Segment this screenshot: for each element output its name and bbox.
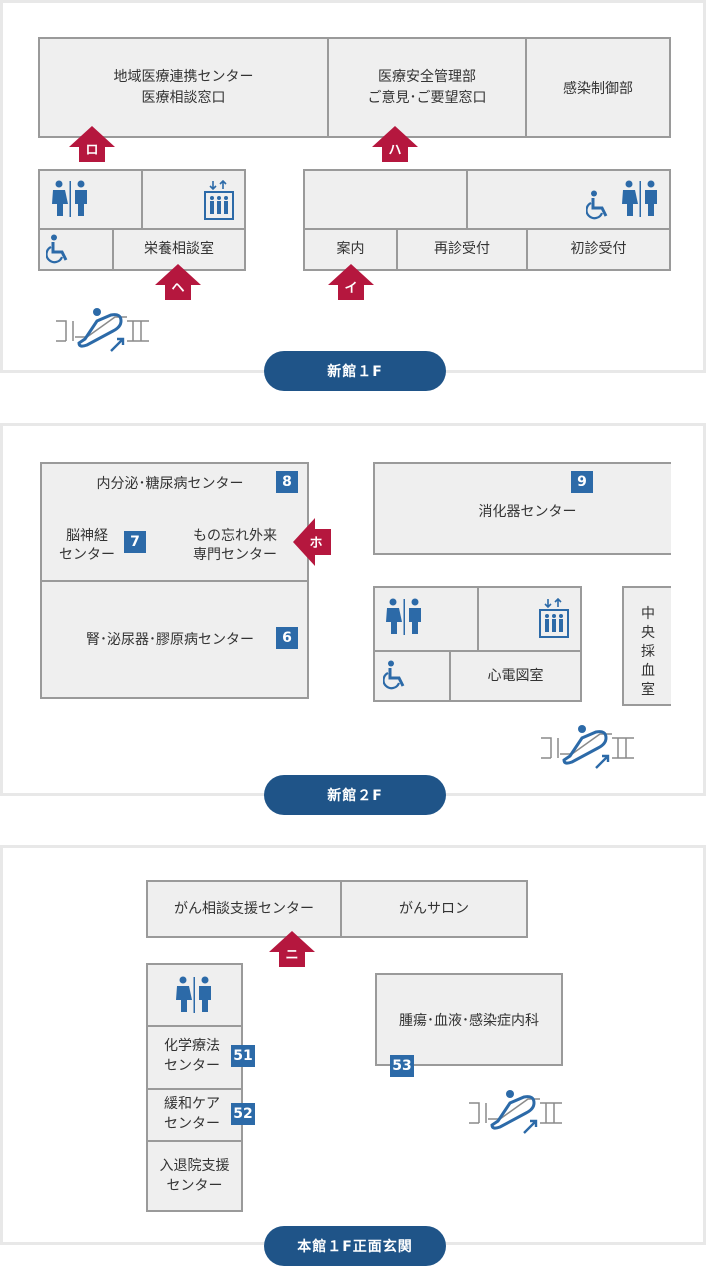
wheelchair-icon	[586, 190, 608, 220]
room-label-anzen: 医療安全管理部	[378, 69, 476, 85]
room-shoukaki	[373, 462, 671, 555]
room-jin-hinyouki	[40, 580, 309, 699]
room-number-53: 53	[390, 1055, 414, 1077]
elevator-area-2f	[477, 586, 582, 652]
marker-ha-label: ハ	[388, 143, 401, 158]
marker-he: ヘ	[155, 264, 201, 300]
marker-ho: ホ	[293, 518, 331, 566]
room-kansen-seigyo	[525, 37, 671, 138]
wheelchair-icon	[46, 234, 68, 264]
room-label-gansalon: がんサロン	[399, 901, 469, 917]
accessible-area	[38, 228, 114, 271]
room-label-anzen-2: ご意見･ご要望窓口	[367, 90, 487, 106]
room-label-kansen: 感染制御部	[563, 81, 633, 97]
floor-badge-shinkan-1f: 新館１F	[264, 351, 446, 391]
elevator-icon	[204, 180, 234, 220]
marker-ho-label: ホ	[309, 536, 322, 551]
room-number-6: 6	[276, 627, 298, 649]
escalator-icon	[541, 725, 634, 769]
room-label-noushinkei-2: センター	[59, 547, 115, 563]
room-label-kanwa-2: センター	[164, 1116, 220, 1132]
room-label-chiiki: 地域医療連携センター	[113, 69, 254, 85]
room-number-8: 8	[276, 471, 298, 493]
room-label-noushinkei-1: 脳神経	[66, 528, 108, 544]
room-nyutaiin-shien	[146, 1140, 243, 1212]
marker-ni-label: ニ	[285, 948, 298, 963]
floor-badge-shinkan-2f: 新館２F	[264, 775, 446, 815]
room-chiiki-renkei	[38, 37, 329, 138]
room-shoshin-uketsuke	[526, 228, 671, 271]
room-label-shouka: 消化器センター	[478, 504, 577, 520]
room-label-monowasure-2: 専門センター	[193, 547, 277, 563]
room-label-monowasure-1: もの忘れ外来	[193, 528, 277, 544]
room-label-nyutai-1: 入退院支援	[159, 1158, 230, 1174]
room-gan-soudan	[146, 880, 342, 938]
escalator-icon	[469, 1090, 562, 1134]
room-label-shoshin: 初診受付	[570, 241, 627, 257]
restroom-icon	[386, 598, 421, 635]
room-block-left	[40, 462, 309, 582]
marker-i: イ	[328, 264, 374, 300]
room-label-naibunpitsu: 内分泌･糖尿病センター	[96, 476, 244, 492]
room-label-nyutai-2: センター	[166, 1178, 223, 1194]
room-label-kanwa-1: 緩和ケア	[164, 1096, 220, 1112]
marker-ro-label: ロ	[85, 143, 98, 158]
room-label-eiyou: 栄養相談室	[144, 241, 214, 257]
room-label-saishin: 再診受付	[434, 241, 490, 257]
empty-area	[303, 169, 468, 230]
room-label-shindenzu: 心電図室	[487, 668, 544, 684]
room-label-annai: 案内	[336, 241, 365, 257]
room-label-chiiki-2: 医療相談窓口	[141, 90, 226, 106]
room-shindenzu	[449, 650, 582, 702]
room-gan-salon	[340, 880, 528, 938]
room-eiyou-soudan	[112, 228, 246, 271]
floor-badge-honkan-1f: 本館１F正面玄関	[264, 1226, 446, 1266]
marker-ro: ロ	[69, 126, 115, 162]
marker-he-label: ヘ	[171, 281, 184, 296]
marker-i-label: イ	[344, 281, 357, 296]
restroom-icon	[176, 976, 211, 1013]
marker-ni: ニ	[269, 931, 315, 967]
accessible-area-2f	[373, 650, 451, 702]
room-number-7: 7	[124, 531, 146, 553]
elevator-icon	[539, 598, 569, 638]
room-anzen-kanri	[327, 37, 527, 138]
room-label-kagaku-2: センター	[164, 1058, 220, 1074]
room-number-52: 52	[231, 1103, 255, 1125]
room-label-shuyou: 腫瘍･血液･感染症内科	[399, 1013, 539, 1029]
room-label-jin: 腎･泌尿器･膠原病センター	[86, 632, 254, 648]
room-shuyou-naika	[375, 973, 563, 1066]
room-kagaku-ryouhou	[146, 1025, 243, 1090]
restroom-icon	[52, 180, 87, 217]
room-number-9: 9	[571, 471, 593, 493]
room-label-gansoudan: がん相談支援センター	[174, 901, 314, 917]
room-number-51: 51	[231, 1045, 255, 1067]
marker-ha: ハ	[372, 126, 418, 162]
restroom-icon	[622, 180, 657, 217]
room-label-kagaku-1: 化学療法	[164, 1038, 220, 1054]
room-label-chuou: 中央採血室	[641, 606, 655, 698]
wheelchair-icon	[383, 660, 405, 690]
room-chuou-saiketsu	[622, 586, 671, 706]
escalator-icon	[56, 308, 149, 352]
